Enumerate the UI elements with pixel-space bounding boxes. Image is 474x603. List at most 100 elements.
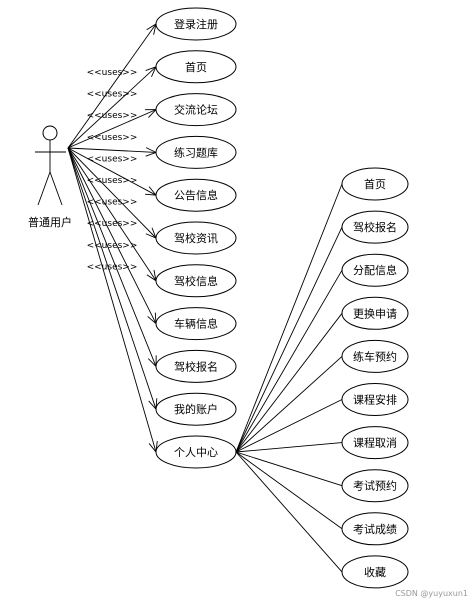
connector-pc-home	[235, 183, 343, 453]
use-case-ellipse	[155, 349, 237, 383]
use-case-home[interactable]: 首页	[155, 50, 237, 84]
use-case-label: 驾校报名	[353, 220, 397, 234]
uses-label: <<uses>>	[87, 241, 138, 251]
connector-pc-exam-booking	[235, 451, 343, 487]
connector-pc-course-cancel	[235, 442, 343, 453]
use-case-ellipse	[341, 555, 409, 589]
use-case-ellipse	[341, 469, 409, 503]
use-case-label: 车辆信息	[174, 317, 218, 331]
uses-connector-vehicle-info	[67, 147, 157, 324]
use-case-ellipse	[341, 253, 409, 287]
use-case-pc-course-cancel[interactable]: 课程取消	[341, 426, 409, 460]
use-case-school-news[interactable]: 驾校资讯	[155, 221, 237, 255]
connector-pc-car-booking	[235, 356, 343, 453]
uses-connector-school-info	[67, 147, 157, 282]
use-case-login-register[interactable]: 登录注册	[155, 7, 237, 41]
use-case-pc-course-schedule[interactable]: 课程安排	[341, 383, 409, 416]
use-case-ellipse	[155, 435, 237, 469]
use-case-label: 课程取消	[353, 436, 397, 450]
watermark: CSDN @yuyuxun1	[395, 589, 468, 598]
connector-pc-course-schedule	[235, 399, 343, 453]
use-case-pc-change-request[interactable]: 更换申请	[341, 296, 409, 330]
use-case-label: 我的账户	[174, 402, 218, 416]
use-case-pc-car-booking[interactable]: 练车预约	[341, 339, 409, 373]
use-case-ellipse	[341, 339, 409, 373]
uses-label-layer: <<uses>> <<uses>> <<uses>> <<uses>> <<uses>>…	[87, 68, 138, 272]
use-case-personal-center[interactable]: 个人中心	[155, 435, 237, 469]
use-case-pc-home[interactable]: 首页	[341, 167, 409, 201]
actor-head	[42, 125, 58, 141]
use-case-ellipse	[155, 135, 237, 169]
use-case-ellipse	[341, 210, 409, 244]
use-case-label: 练习题库	[174, 145, 218, 159]
use-case-ellipse	[341, 296, 409, 330]
use-case-ellipse	[155, 307, 237, 341]
uses-label: <<uses>>	[87, 133, 138, 143]
uses-connector-home	[67, 66, 157, 149]
use-case-label: 登录注册	[174, 17, 218, 31]
use-case-pc-assign-info[interactable]: 分配信息	[341, 253, 409, 287]
use-case-ellipse	[155, 178, 237, 212]
use-case-pc-exam-scores[interactable]: 考试成绩	[341, 512, 409, 546]
uses-label: <<uses>>	[87, 262, 138, 272]
use-case-pc-favorites[interactable]: 收藏	[341, 555, 409, 589]
connector-pc-assign-info	[235, 269, 343, 453]
uses-connector-my-account	[67, 147, 157, 410]
uses-label: <<uses>>	[87, 111, 138, 121]
use-case-label: 交流论坛	[174, 103, 218, 117]
connector-pc-favorites	[235, 451, 343, 573]
uses-connector-forum	[67, 109, 157, 149]
use-case-ellipse	[341, 512, 409, 546]
uses-connector-announcements	[67, 147, 157, 196]
uses-connector-school-signup	[67, 147, 157, 367]
connector-pc-school-signup	[235, 226, 343, 453]
uses-label: <<uses>>	[87, 176, 138, 186]
actor-right-leg	[49, 171, 63, 206]
uses-label: <<uses>>	[87, 154, 138, 164]
use-case-label: 驾校资讯	[174, 231, 218, 245]
use-case-ellipse	[341, 383, 409, 416]
use-case-label: 考试成绩	[353, 523, 397, 536]
actor-figure[interactable]: 普通用户	[28, 125, 72, 229]
uses-label: <<uses>>	[87, 90, 138, 100]
use-case-practice-questions[interactable]: 练习题库	[155, 135, 237, 169]
connector-pc-exam-scores	[235, 451, 343, 530]
use-case-label: 首页	[185, 60, 207, 74]
uses-connector-login-register	[67, 23, 157, 149]
use-case-label: 更换申请	[353, 306, 397, 320]
use-case-label: 收藏	[364, 565, 386, 579]
use-case-ellipse	[155, 50, 237, 84]
use-case-school-signup[interactable]: 驾校报名	[155, 349, 237, 383]
use-case-forum[interactable]: 交流论坛	[155, 93, 237, 127]
use-case-pc-exam-booking[interactable]: 考试预约	[341, 469, 409, 503]
use-case-label: 个人中心	[174, 446, 218, 459]
use-case-ellipse	[155, 93, 237, 127]
use-case-label: 首页	[364, 177, 386, 191]
uses-label: <<uses>>	[87, 219, 138, 229]
use-case-ellipse	[341, 167, 409, 201]
uses-connector-school-news	[67, 147, 157, 239]
use-case-school-info[interactable]: 驾校信息	[155, 264, 237, 298]
use-case-vehicle-info[interactable]: 车辆信息	[155, 307, 237, 341]
use-case-ellipse	[155, 264, 237, 298]
use-case-label: 课程安排	[353, 393, 397, 407]
actor-left-leg	[37, 171, 51, 206]
uses-connector-personal-center	[67, 147, 157, 453]
use-case-ellipse	[155, 7, 237, 41]
use-case-label: 分配信息	[353, 263, 397, 277]
connector-pc-change-request	[235, 313, 343, 453]
use-case-label: 练车预约	[353, 349, 397, 363]
uses-label: <<uses>>	[87, 68, 138, 78]
actor-label: 普通用户	[28, 215, 72, 229]
use-case-label: 公告信息	[174, 188, 218, 202]
use-case-announcements[interactable]: 公告信息	[155, 178, 237, 212]
use-case-ellipse	[341, 426, 409, 460]
use-case-my-account[interactable]: 我的账户	[155, 392, 237, 426]
uses-connector-practice-questions	[67, 147, 157, 153]
use-case-layer: 登录注册首页交流论坛练习题库公告信息驾校资讯驾校信息车辆信息驾校报名我的账户个人…	[155, 7, 409, 589]
connector-layer	[67, 23, 343, 573]
use-case-pc-school-signup[interactable]: 驾校报名	[341, 210, 409, 244]
use-case-ellipse	[155, 392, 237, 426]
uses-label: <<uses>>	[87, 198, 138, 208]
